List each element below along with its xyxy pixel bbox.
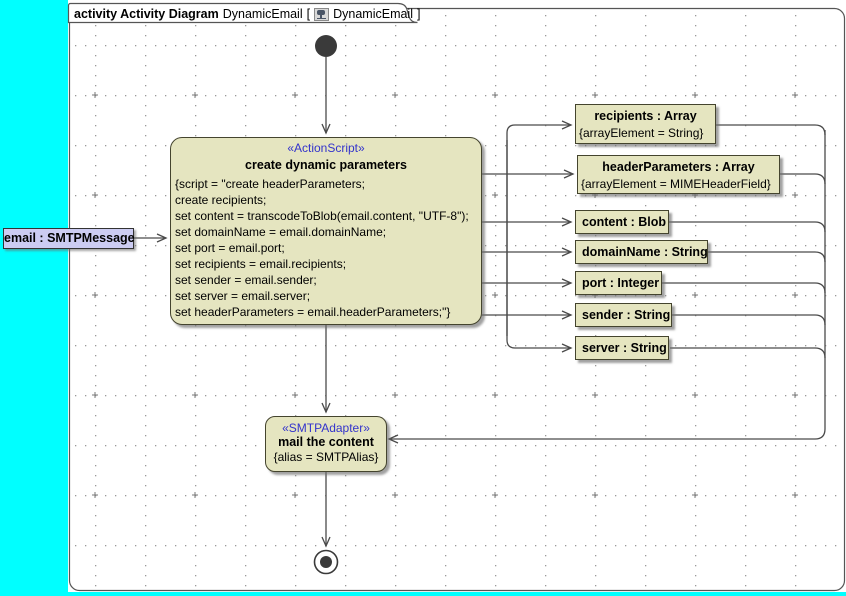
pin-name: headerParameters : Array — [602, 160, 755, 174]
action-mail-the-content[interactable]: «SMTPAdapter» mail the content {alias = … — [265, 416, 387, 472]
bracket-close: ] — [417, 7, 421, 21]
output-pin-headerparameters[interactable]: headerParameters : Array {arrayElement =… — [577, 155, 780, 194]
diagram-kind-label: activity Activity Diagram — [74, 7, 219, 21]
frame-tab-label[interactable]: activity Activity Diagram DynamicEmail [… — [74, 5, 420, 23]
action-script-body: {script = "create headerParameters; crea… — [171, 173, 481, 320]
script-line: set content = transcodeToBlob(email.cont… — [175, 209, 469, 223]
output-pin-recipients[interactable]: recipients : Array {arrayElement = Strin… — [575, 104, 716, 144]
pin-name: recipients : Array — [594, 109, 697, 123]
input-pin-email[interactable]: email : SMTPMessage — [3, 228, 135, 249]
object-flow-to-recipients[interactable] — [506, 120, 573, 336]
script-line: set server = email.server; — [175, 289, 311, 303]
frame-tab[interactable] — [67, 2, 418, 24]
script-line: set recipients = email.recipients; — [175, 257, 347, 271]
output-pin-content[interactable]: content : Blob — [575, 210, 669, 234]
pin-tag: {arrayElement = MIMEHeaderField} — [581, 177, 771, 191]
bracket-open: [ — [306, 7, 311, 21]
script-line: set headerParameters = email.headerParam… — [175, 305, 451, 319]
script-line: create recipients; — [175, 193, 267, 207]
action-name: create dynamic parameters — [245, 158, 407, 172]
activity-diagram-icon — [314, 7, 330, 21]
stereotype-label: «SMTPAdapter» — [282, 421, 370, 435]
pin-tag: {arrayElement = String} — [579, 126, 704, 140]
action-name: mail the content — [278, 435, 374, 449]
action-tag: {alias = SMTPAlias} — [273, 450, 379, 464]
script-line: {script = "create headerParameters; — [175, 177, 366, 191]
stereotype-label: «ActionScript» — [287, 141, 365, 155]
final-node-dot — [320, 556, 332, 568]
action-create-dynamic-parameters[interactable]: «ActionScript» create dynamic parameters… — [170, 137, 482, 325]
output-pin-port[interactable]: port : Integer — [575, 271, 662, 295]
output-pin-domainname[interactable]: domainName : String — [575, 240, 708, 264]
object-flow-to-server[interactable] — [506, 140, 573, 353]
diagram-context-name: DynamicEmail — [333, 7, 413, 21]
output-pin-sender[interactable]: sender : String — [575, 303, 672, 327]
output-pin-server[interactable]: server : String — [575, 336, 669, 360]
script-line: set sender = email.sender; — [175, 273, 317, 287]
trunk-to-mail[interactable] — [387, 130, 826, 444]
diagram-name: DynamicEmail — [222, 7, 303, 21]
script-line: set port = email.port; — [175, 241, 285, 255]
script-line: set domainName = email.domainName; — [175, 225, 387, 239]
initial-node[interactable] — [315, 35, 337, 57]
